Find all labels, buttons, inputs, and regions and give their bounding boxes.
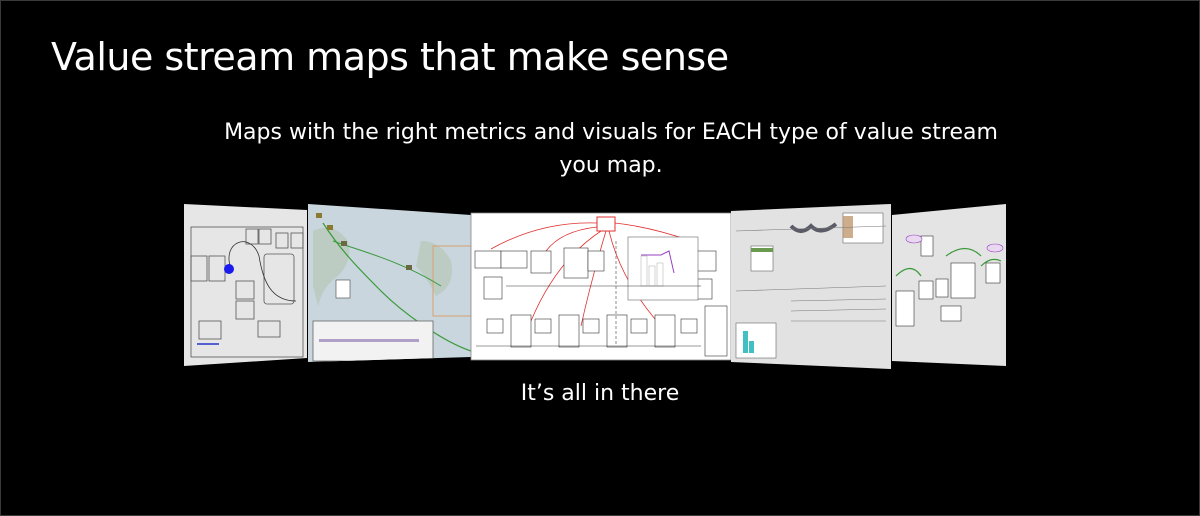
- slide-subtitle: Maps with the right metrics and visuals …: [224, 120, 998, 178]
- thumbnail-value-stream-map[interactable]: [470, 212, 732, 361]
- slide-title: Value stream maps that make sense: [51, 35, 729, 79]
- thumbnail-process-flow[interactable]: [890, 201, 1008, 371]
- thumbnail-world-logistics-map[interactable]: [308, 201, 473, 366]
- slide-caption: It’s all in there: [520, 381, 680, 406]
- thumbnail-facility-layout[interactable]: [184, 201, 309, 371]
- thumbnail-metrics-dashboard[interactable]: [729, 201, 894, 371]
